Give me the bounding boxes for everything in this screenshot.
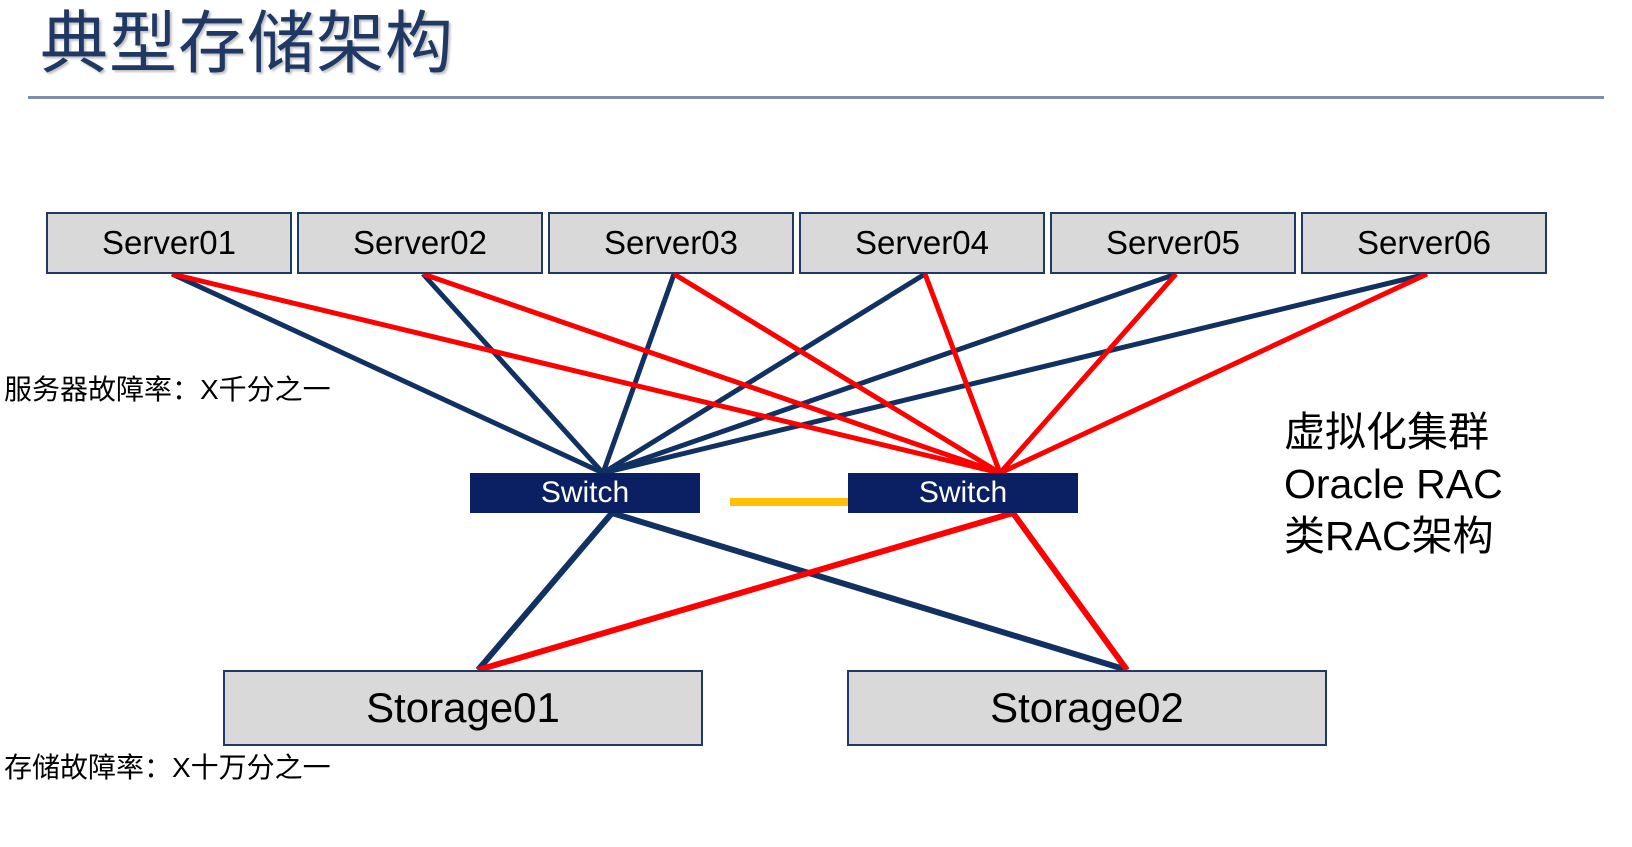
node-server04[interactable]: Server04 (799, 212, 1045, 274)
link-server06-switch-left (602, 271, 1428, 476)
node-switch-right[interactable]: Switch (848, 473, 1078, 513)
cluster-annotation: 虚拟化集群 Oracle RAC 类RAC架构 (1284, 406, 1503, 562)
link-server06-switch-right (998, 271, 1429, 476)
node-switch-right-label: Switch (918, 476, 1008, 509)
node-switch-left-label: Switch (540, 476, 630, 509)
link-server04-switch-right (922, 273, 1003, 474)
link-server04-switch-left (601, 271, 927, 476)
node-server01[interactable]: Server01 (46, 212, 292, 274)
node-server04-label: Server04 (855, 224, 989, 261)
link-server03-switch-right (672, 271, 1002, 476)
page-title: 典型存储架构 (40, 6, 455, 82)
switch-to-storage-links-red (477, 510, 1130, 673)
node-storage02-label: Storage02 (990, 684, 1184, 731)
link-server05-switch-left (602, 271, 1177, 476)
link-switch-left-storage02 (611, 510, 1128, 673)
cluster-annotation-line-1: 虚拟化集群 (1284, 409, 1489, 455)
server-failure-rate-note: 服务器故障率：X千分之一 (4, 374, 331, 405)
node-server06[interactable]: Server06 (1301, 212, 1547, 274)
cluster-annotation-line-3: 类RAC架构 (1284, 513, 1494, 559)
link-server02-switch-right (422, 271, 1001, 476)
node-server01-label: Server01 (102, 224, 236, 261)
link-server03-switch-left (600, 273, 677, 474)
link-switch-right-storage02 (1010, 511, 1130, 672)
cluster-annotation-line-2: Oracle RAC (1284, 461, 1503, 507)
node-storage02[interactable]: Storage02 (847, 670, 1327, 746)
switch-to-storage-links-navy (475, 510, 1128, 673)
node-server03-label: Server03 (604, 224, 738, 261)
server-to-right-switch-links (171, 271, 1429, 476)
node-server05[interactable]: Server05 (1050, 212, 1296, 274)
link-server01-switch-right (171, 271, 1001, 476)
node-server02-label: Server02 (353, 224, 487, 261)
node-storage01-label: Storage01 (366, 684, 560, 731)
node-server05-label: Server05 (1106, 224, 1240, 261)
link-server05-switch-right (998, 272, 1178, 475)
storage-failure-rate-note: 存储故障率：X十万分之一 (4, 752, 331, 783)
node-switch-left[interactable]: Switch (470, 473, 700, 513)
link-switch-right-storage01 (477, 510, 1014, 673)
link-server01-switch-left (170, 271, 605, 476)
node-server02[interactable]: Server02 (297, 212, 543, 274)
link-switch-left-storage01 (475, 511, 615, 672)
node-storage01[interactable]: Storage01 (223, 670, 703, 746)
node-server06-label: Server06 (1357, 224, 1491, 261)
server-to-left-switch-links (170, 271, 1428, 476)
node-server03[interactable]: Server03 (548, 212, 794, 274)
link-server02-switch-left (421, 272, 605, 475)
title-divider (28, 96, 1604, 99)
